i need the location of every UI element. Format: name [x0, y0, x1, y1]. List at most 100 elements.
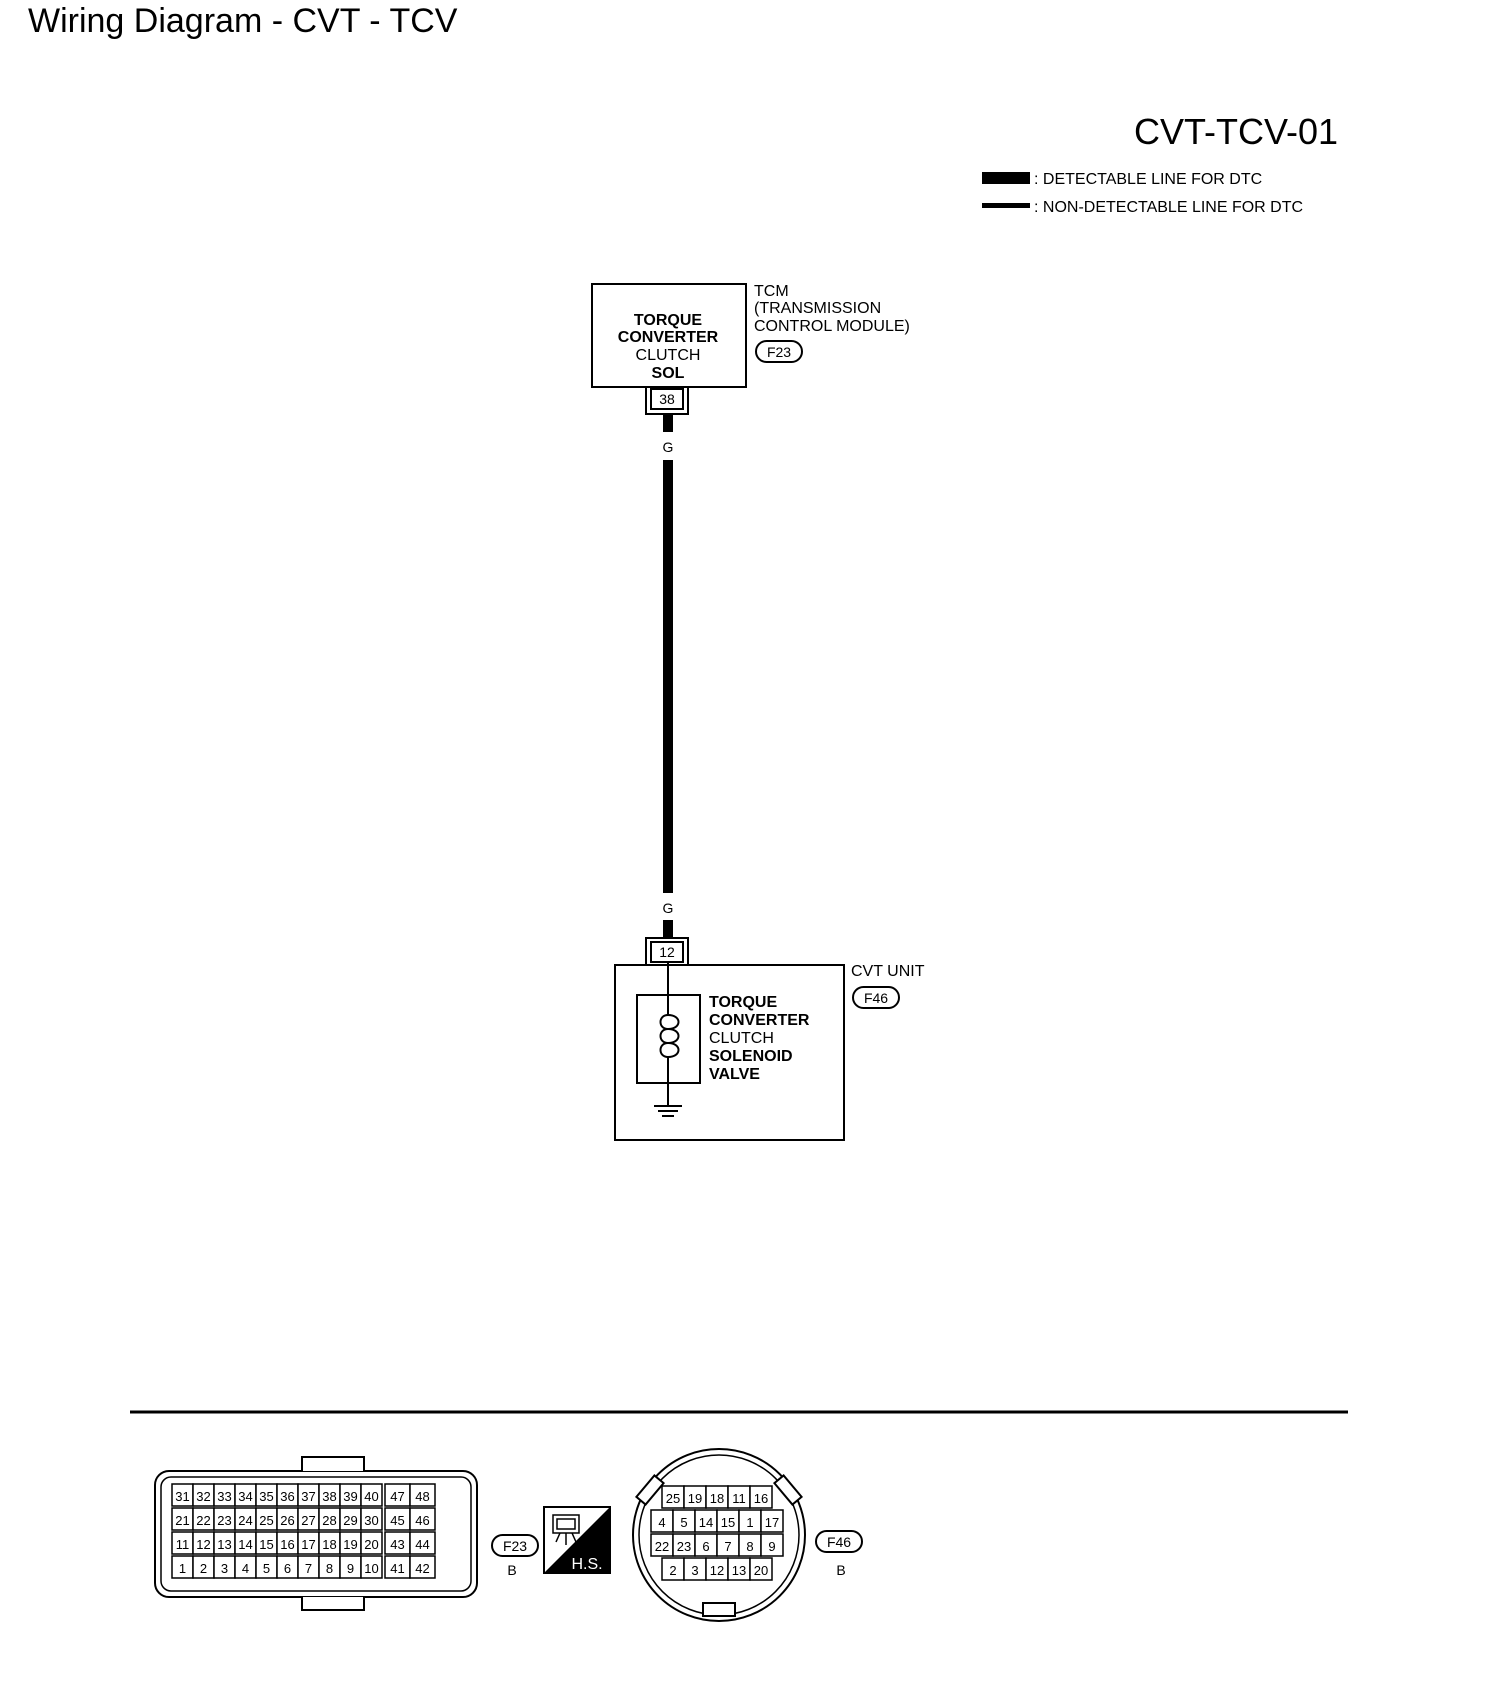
f23-pin-number: 13	[217, 1537, 231, 1552]
f23-pin-number: 34	[238, 1489, 252, 1504]
f46-pin-cell	[760, 1509, 784, 1533]
f46-pin-cell	[760, 1533, 784, 1557]
tcm-block-line-4: SOL	[652, 365, 685, 382]
tcm-pin-box	[650, 388, 684, 410]
f23-pin-number: 36	[280, 1489, 294, 1504]
f23-pin-number: 6	[284, 1561, 291, 1576]
f23-pin-number: 42	[415, 1561, 429, 1576]
cvt-block-line-3: CLUTCH	[709, 1030, 774, 1047]
f46-pin-number: 5	[680, 1515, 687, 1530]
f46-pin-cell	[749, 1485, 773, 1509]
wire-color-top: G	[663, 439, 674, 455]
f46-guide-right	[772, 1474, 804, 1506]
hs-symbol-label: H.S.	[571, 1556, 602, 1573]
f46-pin-number: 23	[677, 1539, 691, 1554]
f46-key-notch	[702, 1602, 736, 1617]
f23-pin-number: 39	[343, 1489, 357, 1504]
cvt-block-line-1: TORQUE	[709, 994, 777, 1011]
tcm-block-line-3: CLUTCH	[636, 347, 701, 364]
f23-pin-number: 15	[259, 1537, 273, 1552]
diagram-id: CVT-TCV-01	[1134, 111, 1338, 152]
f23-pin-number: 16	[280, 1537, 294, 1552]
cvt-unit-name: CVT UNIT	[851, 963, 925, 980]
f46-connector-color: B	[836, 1562, 845, 1578]
f23-pin-number: 17	[301, 1537, 315, 1552]
f23-pin-number: 4	[242, 1561, 249, 1576]
f46-pin-number: 6	[702, 1539, 709, 1554]
f23-pin-number: 18	[322, 1537, 336, 1552]
tcm-pin-number: 38	[659, 391, 675, 407]
f46-pin-number: 14	[699, 1515, 713, 1530]
f46-pin-number: 11	[732, 1491, 746, 1506]
f23-pin-number: 20	[364, 1537, 378, 1552]
cvt-block-line-4: SOLENOID	[709, 1048, 793, 1065]
hs-symbol-fill	[544, 1507, 610, 1573]
tcm-name-line-2: (TRANSMISSION	[754, 300, 881, 317]
f46-pin-number: 3	[691, 1563, 698, 1578]
f23-pin-number: 9	[347, 1561, 354, 1576]
f46-pin-number: 18	[710, 1491, 724, 1506]
f23-pin-number: 25	[259, 1513, 273, 1528]
f23-pin-number: 38	[322, 1489, 336, 1504]
f23-pin-number: 40	[364, 1489, 378, 1504]
f23-pin-number: 1	[179, 1561, 186, 1576]
f23-pin-number: 14	[238, 1537, 252, 1552]
f23-pin-number: 7	[305, 1561, 312, 1576]
f23-pin-number: 2	[200, 1561, 207, 1576]
f23-pin-number: 48	[415, 1489, 429, 1504]
f23-pin-number: 41	[390, 1561, 404, 1576]
cvt-pin-number: 12	[659, 944, 675, 960]
cvt-connector-label: F46	[864, 990, 888, 1006]
tcm-name-line-1: TCM	[754, 283, 789, 300]
solenoid-coil-icon	[659, 1014, 680, 1058]
f46-pin-number: 12	[710, 1563, 724, 1578]
f23-pin-number: 29	[343, 1513, 357, 1528]
tcm-block-line-1: TORQUE	[634, 312, 702, 329]
f46-pin-number: 17	[765, 1515, 779, 1530]
f23-pin-cell	[409, 1483, 436, 1507]
f46-pin-number: 25	[666, 1491, 680, 1506]
f23-pin-number: 44	[415, 1537, 429, 1552]
f23-pin-cell	[409, 1555, 436, 1579]
f23-pin-cell	[409, 1507, 436, 1531]
f23-pin-cell	[360, 1507, 383, 1531]
f23-pin-number: 27	[301, 1513, 315, 1528]
cvt-unit-block	[614, 964, 845, 1141]
f23-pin-number: 46	[415, 1513, 429, 1528]
tcm-block	[591, 283, 747, 388]
legend-non-detectable-swatch	[982, 203, 1030, 208]
f46-connector-badge	[815, 1530, 863, 1553]
f23-connector-inner	[160, 1476, 472, 1592]
f46-pin-number: 7	[724, 1539, 731, 1554]
f23-pin-number: 45	[390, 1513, 404, 1528]
tcm-connector-label: F23	[767, 344, 791, 360]
f23-pin-number: 8	[326, 1561, 333, 1576]
f46-pin-number: 20	[754, 1563, 768, 1578]
cvt-pin-bracket	[645, 937, 689, 965]
f46-pin-number: 2	[669, 1563, 676, 1578]
f46-pin-number: 9	[768, 1539, 775, 1554]
f23-pin-number: 21	[175, 1513, 189, 1528]
f46-pin-number: 15	[721, 1515, 735, 1530]
f23-pin-cell	[409, 1531, 436, 1555]
f23-pin-number: 31	[175, 1489, 189, 1504]
f23-pin-number: 22	[196, 1513, 210, 1528]
f23-pin-number: 26	[280, 1513, 294, 1528]
f23-pin-number: 28	[322, 1513, 336, 1528]
tcm-block-line-2: CONVERTER	[618, 329, 719, 346]
tcm-connector-badge	[755, 340, 803, 363]
f46-pin-number: 22	[655, 1539, 669, 1554]
f46-pin-cell	[749, 1557, 773, 1581]
connector-icon	[552, 1514, 580, 1545]
f23-connector-label: F23	[503, 1538, 527, 1554]
wire-color-bottom: G	[663, 900, 674, 916]
legend-detectable-swatch	[982, 172, 1030, 184]
cvt-block-line-2: CONVERTER	[709, 1012, 810, 1029]
f23-pin-number: 30	[364, 1513, 378, 1528]
f23-pin-cell	[360, 1531, 383, 1555]
f46-pin-number: 8	[746, 1539, 753, 1554]
f46-connector-label: F46	[827, 1534, 851, 1550]
